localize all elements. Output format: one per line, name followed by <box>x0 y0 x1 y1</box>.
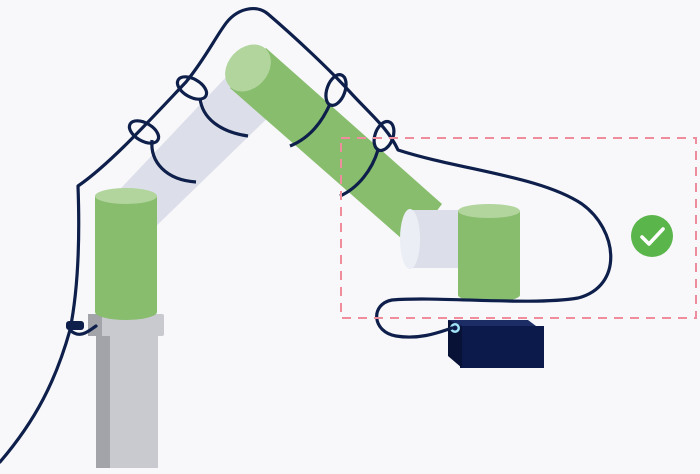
controller-box-side <box>448 320 462 368</box>
cable-wrap-forearm-1 <box>289 103 332 148</box>
base-joint-body <box>95 196 157 312</box>
forearm-link <box>225 44 442 246</box>
cable-wrap-forearm-2 <box>339 149 380 198</box>
base-joint-top-cap <box>95 188 157 204</box>
highlight-region <box>340 137 697 319</box>
base-joint-bottom <box>95 304 157 320</box>
cable-base-clamp <box>66 321 84 330</box>
pedestal-column <box>110 336 158 468</box>
end-effector-top-cap <box>458 204 520 218</box>
cable-wrap-lower-1 <box>150 139 197 184</box>
pedestal-shadow-side <box>96 336 112 468</box>
cable-wrap-lower-2 <box>198 97 249 138</box>
upper-arm-link <box>106 56 280 234</box>
base-joint <box>95 188 157 320</box>
pedestal-flange <box>88 314 164 336</box>
cable-clip-ring <box>324 73 348 107</box>
end-effector <box>458 204 520 302</box>
wrist-link <box>400 209 466 269</box>
check-icon <box>640 227 665 246</box>
success-badge-circle <box>631 215 673 257</box>
robot-base <box>88 314 164 468</box>
robot-cable <box>0 7 613 464</box>
forearm-body <box>230 48 442 246</box>
wrist-end-cap <box>400 209 420 269</box>
upper-arm-body <box>106 56 280 234</box>
forearm-top-cap <box>225 44 271 92</box>
cable-clips <box>66 73 396 330</box>
controller-box-front <box>460 326 544 368</box>
cable-clip-ring <box>175 75 209 101</box>
cable-clip-ring <box>372 119 396 153</box>
cable-lower-strand <box>68 324 98 336</box>
cable-clip-ring <box>127 119 161 145</box>
success-badge <box>631 215 673 257</box>
end-effector-body <box>458 211 520 295</box>
controller-port-inner <box>452 325 458 331</box>
cable-main-path <box>0 7 613 464</box>
controller-box <box>448 320 544 368</box>
end-effector-bottom <box>458 288 520 302</box>
